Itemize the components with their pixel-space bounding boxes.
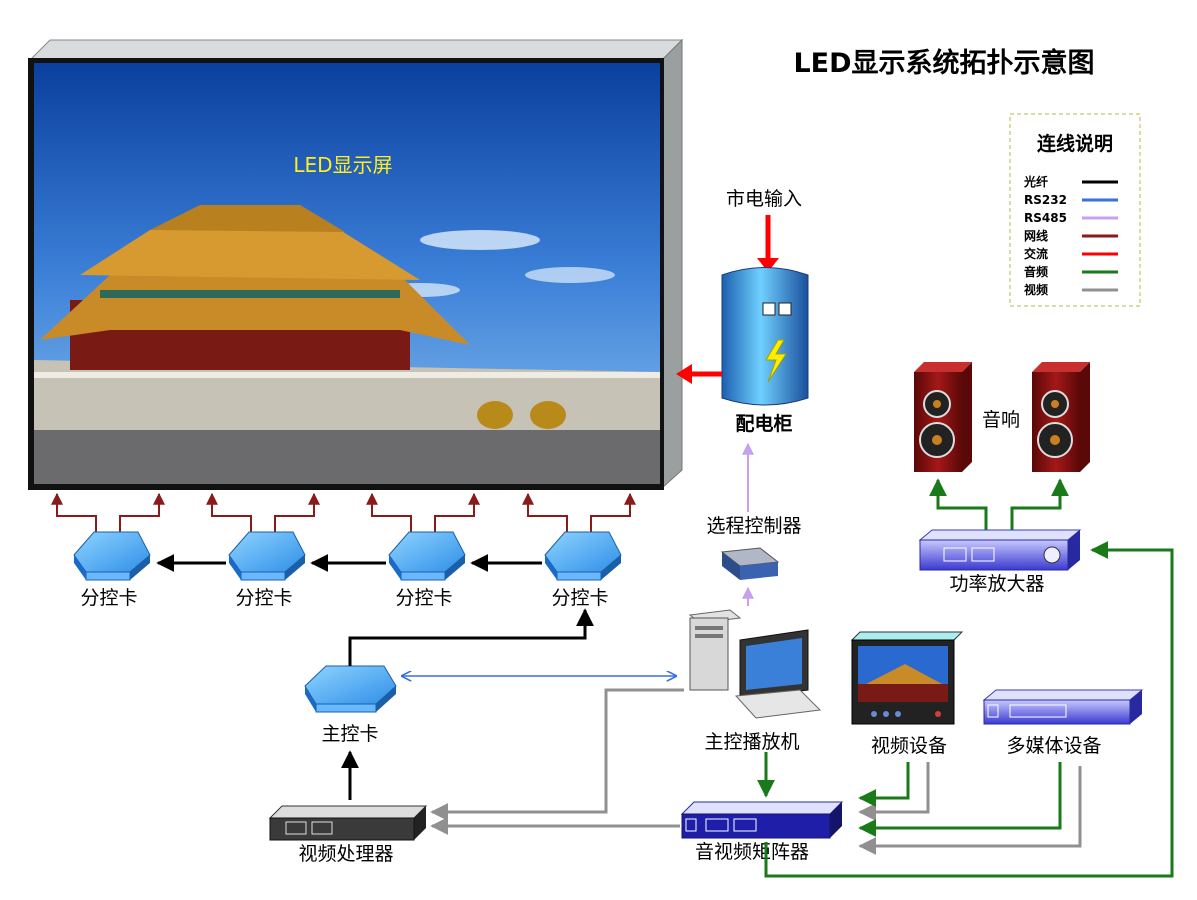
audio-line-multimedia bbox=[858, 762, 1062, 837]
power-cabinet bbox=[721, 267, 809, 406]
legend-title: 连线说明 bbox=[1037, 132, 1113, 155]
ac-arrow-screen bbox=[676, 364, 692, 384]
audio-line-videodevice bbox=[858, 762, 910, 807]
network-lines bbox=[51, 492, 636, 532]
fiber-main-to-subcard bbox=[348, 608, 594, 666]
legend-item-label: RS232 bbox=[1024, 193, 1067, 207]
audio-line-left-speaker bbox=[929, 478, 988, 530]
network-line bbox=[590, 492, 636, 532]
network-line bbox=[434, 492, 480, 532]
screen-label: LED显示屏 bbox=[293, 153, 392, 177]
sub-card-label: 分控卡 bbox=[551, 587, 608, 609]
amplifier bbox=[918, 529, 1082, 571]
network-line bbox=[522, 492, 568, 532]
sub-card-label: 分控卡 bbox=[395, 587, 452, 609]
legend-item-label: 网线 bbox=[1024, 228, 1048, 243]
remote-controller bbox=[720, 547, 780, 580]
sub-card bbox=[228, 531, 306, 581]
sub-card bbox=[388, 531, 466, 581]
legend-item-label: 音频 bbox=[1024, 264, 1048, 279]
video-device bbox=[850, 631, 964, 725]
legend-item-label: RS485 bbox=[1024, 211, 1067, 225]
legend-item-label: 视频 bbox=[1024, 282, 1048, 297]
network-line bbox=[274, 492, 320, 532]
ac-arrow-mains bbox=[757, 258, 779, 272]
video-line-videodevice bbox=[858, 762, 930, 821]
multimedia-device-label: 多媒体设备 bbox=[1006, 735, 1101, 757]
network-line bbox=[206, 492, 252, 532]
sub-card-label: 分控卡 bbox=[80, 587, 137, 609]
audio-line-matrix-to-amplifier bbox=[764, 541, 1174, 878]
led-screen: LED显示屏 bbox=[28, 38, 684, 490]
sub-card bbox=[73, 531, 151, 581]
player-label: 主控播放机 bbox=[704, 731, 799, 753]
legend-item-label: 交流 bbox=[1024, 246, 1048, 261]
video-device-label: 视频设备 bbox=[871, 735, 947, 757]
main-card bbox=[304, 665, 397, 713]
player-pc bbox=[688, 609, 822, 719]
legend-item-label: 光纤 bbox=[1023, 174, 1048, 189]
sub-card-label: 分控卡 bbox=[235, 587, 292, 609]
network-line bbox=[51, 492, 97, 532]
video-line-pc-to-processor bbox=[430, 688, 684, 821]
cabinet-indicator-icon bbox=[778, 302, 792, 316]
speaker-left bbox=[914, 362, 972, 472]
speakers-label: 音响 bbox=[982, 409, 1020, 431]
network-line bbox=[119, 492, 165, 532]
av-matrix bbox=[680, 801, 844, 839]
amplifier-label: 功率放大器 bbox=[949, 573, 1044, 595]
video-line-multimedia bbox=[858, 766, 1082, 855]
mains-input-label: 市电输入 bbox=[726, 188, 802, 210]
video-processor-label: 视频处理器 bbox=[298, 843, 393, 865]
sub-card bbox=[544, 531, 622, 581]
network-line bbox=[366, 492, 412, 532]
diagram-title: LED显示系统拓扑示意图 bbox=[793, 47, 1094, 79]
audio-line-right-speaker bbox=[1010, 478, 1069, 530]
power-cabinet-label: 配电柜 bbox=[735, 412, 792, 435]
main-card-label: 主控卡 bbox=[321, 723, 378, 745]
speaker-right bbox=[1032, 362, 1090, 472]
multimedia-device bbox=[982, 689, 1144, 725]
lightning-icon bbox=[765, 339, 787, 383]
remote-controller-label: 选程控制器 bbox=[706, 515, 801, 537]
cabinet-indicator-icon bbox=[762, 302, 776, 316]
av-matrix-label: 音视频矩阵器 bbox=[695, 841, 809, 863]
video-processor bbox=[268, 805, 428, 841]
